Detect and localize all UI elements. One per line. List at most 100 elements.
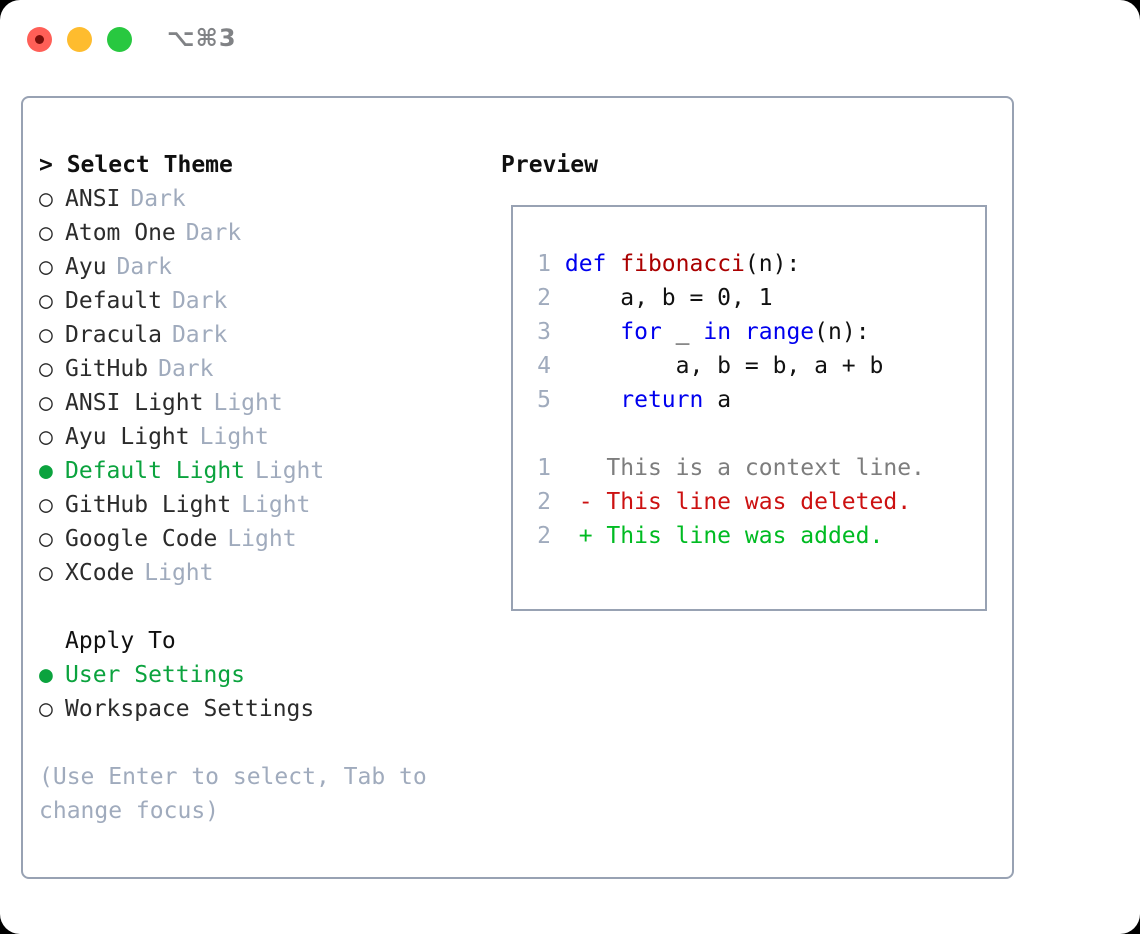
code-token: for — [620, 319, 662, 345]
spacing — [162, 284, 172, 318]
theme-list-item[interactable]: ○ANSI Dark — [39, 182, 489, 216]
radio-selected-icon: ● — [39, 662, 53, 688]
theme-list-item[interactable]: ○XCode Light — [39, 556, 489, 590]
code-token — [565, 387, 620, 413]
spacing — [176, 216, 186, 250]
theme-list-item[interactable]: ○ Atom One Dark — [39, 216, 489, 250]
diff-text: This line was deleted. — [606, 489, 912, 515]
apply-to-item[interactable]: ● User Settings — [39, 658, 489, 692]
theme-list-item[interactable]: ○GitHub Dark — [39, 352, 489, 386]
apply-to-list: ● User Settings ○ Workspace Settings — [39, 658, 489, 726]
theme-name: XCode — [65, 560, 135, 586]
title-bar: ⌥⌘3 — [0, 0, 1140, 76]
spacing — [551, 387, 565, 413]
theme-list-item[interactable]: ○ Google Code Light — [39, 522, 489, 556]
diff-marker — [579, 455, 607, 481]
code-token: a, b = 0, 1 — [564, 285, 773, 311]
code-token — [731, 319, 745, 345]
spacing — [551, 319, 565, 345]
theme-list: ○ANSI Dark○Atom One Dark○Ayu Dark○Defaul… — [39, 182, 489, 590]
theme-list-item[interactable]: ○GitHub Light Light — [39, 488, 489, 522]
code-token: return — [620, 387, 704, 413]
keyboard-hint: (Use Enter to select, Tab to change focu… — [39, 764, 427, 824]
spacing — [120, 182, 130, 216]
line-number: 5 — [537, 387, 551, 413]
theme-name: ANSI — [65, 186, 121, 212]
preview-title: Preview — [501, 152, 598, 178]
apply-to-label: Apply To — [65, 628, 176, 654]
code-token: def — [564, 251, 607, 277]
theme-picker-header: > Select Theme — [39, 152, 233, 178]
theme-list-item[interactable]: ○Dracula Dark — [39, 318, 489, 352]
diff-line: 2 + This line was added. — [525, 519, 979, 553]
radio-unselected-icon: ○ — [39, 220, 53, 246]
code-line: 5 return a — [525, 383, 979, 417]
theme-picker-column: > Select Theme ○ANSI Dark○Atom One Dark○… — [39, 148, 489, 828]
minimize-button[interactable] — [67, 27, 92, 52]
radio-unselected-icon: ○ — [39, 696, 53, 722]
apply-to-name: User Settings — [65, 662, 246, 688]
theme-category-tag: Dark — [171, 322, 228, 348]
radio-unselected-icon: ○ — [39, 356, 53, 382]
maximize-button[interactable] — [107, 27, 132, 52]
apply-to-name: Workspace Settings — [65, 696, 315, 722]
preview-column: Preview 1 def fibonacci(n):2 a, b = 0, 1… — [501, 148, 1001, 611]
code-token: fibonacci — [620, 251, 745, 277]
line-number: 3 — [537, 319, 551, 345]
spacing — [107, 250, 117, 284]
diff-marker: + — [578, 523, 607, 549]
theme-name: Atom One — [65, 220, 176, 246]
theme-category-tag: Light — [241, 492, 311, 518]
theme-category-tag: Light — [213, 390, 283, 416]
theme-list-item[interactable]: ○Default Dark — [39, 284, 489, 318]
radio-unselected-icon: ○ — [39, 254, 53, 280]
theme-category-tag: Light — [199, 424, 269, 450]
theme-list-item[interactable]: ○ANSI Light Light — [39, 386, 489, 420]
theme-name: Default Light — [65, 458, 246, 484]
line-number: 2 — [537, 285, 551, 311]
theme-list-item[interactable]: ○Ayu Light Light — [39, 420, 489, 454]
theme-name: Dracula — [65, 322, 162, 348]
code-token — [606, 251, 620, 277]
diff-marker: - — [578, 489, 607, 515]
diff-line: 2 - This line was deleted. — [525, 485, 979, 519]
theme-category-tag: Light — [227, 526, 297, 552]
spacing — [551, 523, 579, 549]
radio-unselected-icon: ○ — [39, 526, 53, 552]
spacing — [217, 522, 227, 556]
spacing — [162, 318, 172, 352]
radio-unselected-icon: ○ — [39, 288, 53, 314]
close-icon — [35, 35, 44, 44]
theme-list-item[interactable]: ●Default Light Light — [39, 454, 489, 488]
line-number: 1 — [537, 455, 551, 481]
spacing — [245, 454, 255, 488]
main-panel: > Select Theme ○ANSI Dark○Atom One Dark○… — [21, 96, 1014, 879]
theme-name: Google Code — [65, 526, 218, 552]
theme-category-tag: Dark — [116, 254, 172, 280]
code-line: 4 a, b = b, a + b — [525, 349, 979, 383]
line-number: 2 — [537, 523, 551, 549]
code-token: (n): — [814, 319, 870, 345]
theme-name: ANSI Light — [65, 390, 204, 416]
theme-list-item[interactable]: ○ Ayu Dark — [39, 250, 489, 284]
spacing — [190, 420, 200, 454]
spacing — [551, 251, 565, 277]
diff-text: This is a context line. — [606, 455, 925, 481]
code-token: a, b = b, a + b — [564, 353, 884, 379]
diff-block: 1 This is a context line. 2 - This line w… — [525, 451, 979, 553]
apply-to-item[interactable]: ○ Workspace Settings — [39, 692, 489, 726]
radio-unselected-icon: ○ — [39, 492, 53, 518]
code-line: 3 for _ in range(n): — [525, 315, 979, 349]
code-token: range — [744, 319, 815, 345]
theme-category-tag: Light — [144, 560, 214, 586]
theme-name: Ayu Light — [65, 424, 190, 450]
theme-name: Ayu — [65, 254, 107, 280]
spacing — [551, 285, 565, 311]
code-token: (n): — [744, 251, 801, 277]
spacing — [551, 489, 579, 515]
theme-category-tag: Dark — [185, 220, 242, 246]
spacing — [148, 352, 158, 386]
